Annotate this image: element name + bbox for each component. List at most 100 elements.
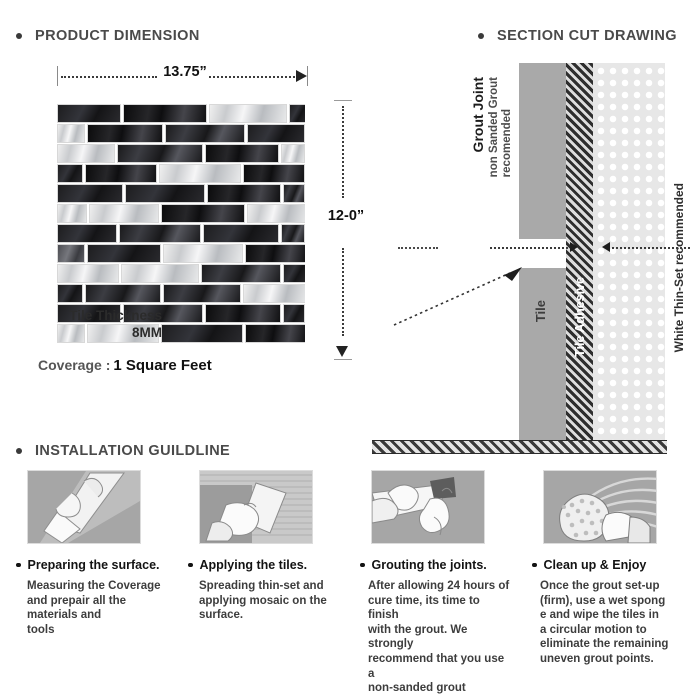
mosaic-tile — [205, 144, 279, 163]
leader-dotted — [490, 247, 572, 249]
installation-step: Clean up & Enjoy Once the grout set-up (… — [530, 470, 682, 667]
tile-thickness-value: 8MM — [132, 325, 162, 340]
mosaic-row — [57, 244, 305, 263]
grout-joint-sublabel: non Sanded Grout recomended — [488, 77, 513, 178]
coverage-row: Coverage :1 Square Feet — [38, 357, 212, 374]
dimension-dotted-bottom — [342, 248, 344, 336]
mosaic-tile — [159, 164, 241, 183]
mosaic-row — [57, 104, 305, 123]
step-body: Measuring the Coverage and prepair all t… — [27, 580, 161, 636]
step-body: Once the grout set-up (firm), use a wet … — [540, 580, 669, 665]
caulk-tube-icon — [28, 471, 140, 543]
mosaic-tile — [289, 104, 305, 123]
mosaic-tile — [121, 264, 199, 283]
bullet-icon — [16, 448, 22, 454]
mosaic-tile — [205, 304, 281, 323]
floor-hatch — [372, 440, 667, 454]
tile-layer-label: Tile — [533, 300, 548, 323]
mosaic-tile — [57, 164, 83, 183]
mosaic-tile — [201, 264, 281, 283]
grout-joint-label: Grout Joint — [470, 77, 486, 153]
mosaic-tile — [57, 124, 85, 143]
mosaic-tile — [57, 304, 121, 323]
mosaic-tile — [57, 144, 115, 163]
mosaic-tile — [57, 244, 85, 263]
height-dimension-label: 12-0” — [327, 208, 365, 224]
leader-arrow-icon — [602, 242, 610, 252]
mosaic-tile — [203, 224, 279, 243]
step-title: Grouting the joints. — [371, 558, 487, 572]
mosaic-tile — [125, 184, 205, 203]
mosaic-tile — [163, 284, 241, 303]
mosaic-tile — [89, 204, 159, 223]
dimension-arrow-down-icon — [336, 346, 348, 357]
mosaic-row — [57, 204, 305, 223]
mosaic-tile — [161, 204, 245, 223]
step-illustration-cleanup — [543, 470, 657, 544]
mosaic-tile — [57, 184, 123, 203]
section-heading-label: INSTALLATION GUILDLINE — [35, 443, 231, 459]
section-heading-label: SECTION CUT DRAWING — [497, 28, 677, 44]
mosaic-tile — [85, 164, 157, 183]
width-dimension-label: 13.75” — [163, 64, 207, 80]
dimension-dotted-top — [342, 106, 344, 198]
step-title-row: Preparing the surface. — [16, 558, 166, 572]
mosaic-tile — [209, 104, 287, 123]
dimension-arrow-right-icon — [296, 70, 307, 82]
leader-arrow-icon — [570, 242, 578, 252]
dimension-endcap-left — [57, 66, 58, 86]
dimension-endcap-right — [307, 66, 308, 86]
bullet-icon — [188, 562, 193, 568]
coverage-label: Coverage : — [38, 357, 111, 373]
step-title: Clean up & Enjoy — [543, 558, 647, 572]
installation-step: Preparing the surface. Measuring the Cov… — [14, 470, 166, 637]
leader-dotted-far — [398, 247, 438, 249]
mosaic-tile-sample-image — [57, 104, 305, 344]
mosaic-tile — [57, 264, 119, 283]
mosaic-tile — [283, 264, 305, 283]
mosaic-tile — [57, 324, 85, 343]
mosaic-tile — [247, 124, 305, 143]
installation-step: Grouting the joints. After allowing 24 h… — [358, 470, 510, 696]
sponge-icon — [544, 471, 656, 543]
step-title-row: Applying the tiles. — [188, 558, 338, 572]
mosaic-tile — [283, 304, 305, 323]
mosaic-tile — [243, 164, 305, 183]
mosaic-tile — [245, 324, 305, 343]
section-heading-section-cut: SECTION CUT DRAWING — [478, 28, 677, 44]
mosaic-tile — [281, 144, 305, 163]
tile-thickness-label: Tile Thickness — [69, 308, 162, 323]
mosaic-tile — [165, 124, 245, 143]
mosaic-tile — [87, 324, 159, 343]
mosaic-tile — [245, 244, 305, 263]
step-illustration-grouting — [371, 470, 485, 544]
bullet-icon — [16, 33, 22, 39]
mosaic-row — [57, 184, 305, 203]
mosaic-tile — [85, 284, 161, 303]
leader-dotted — [612, 247, 690, 249]
mosaic-tile — [281, 224, 305, 243]
mosaic-row — [57, 224, 305, 243]
dimension-endcap-top — [334, 100, 352, 101]
upper-tile-layer — [519, 63, 566, 239]
step-title-row: Grouting the joints. — [360, 558, 510, 572]
mosaic-tile — [87, 124, 163, 143]
width-dimension-line: 13.75” — [57, 64, 308, 88]
installation-step: Applying the tiles. Spreading thin-set a… — [186, 470, 338, 623]
bullet-icon — [532, 562, 537, 568]
trowel-icon — [200, 471, 312, 543]
mosaic-tile — [163, 244, 243, 263]
coverage-value: 1 Square Feet — [113, 357, 212, 374]
dimension-dotted-right — [209, 76, 295, 78]
mosaic-row — [57, 124, 305, 143]
step-title: Preparing the surface. — [27, 558, 160, 572]
mosaic-tile — [57, 204, 87, 223]
section-heading-installation: INSTALLATION GUILDLINE — [16, 443, 230, 459]
leader-arrow-icon — [504, 267, 522, 281]
mosaic-row — [57, 264, 305, 283]
step-body: After allowing 24 hours of cure time, it… — [368, 580, 510, 695]
mosaic-tile — [119, 224, 201, 243]
mosaic-tile — [283, 184, 305, 203]
mosaic-row — [57, 304, 305, 323]
